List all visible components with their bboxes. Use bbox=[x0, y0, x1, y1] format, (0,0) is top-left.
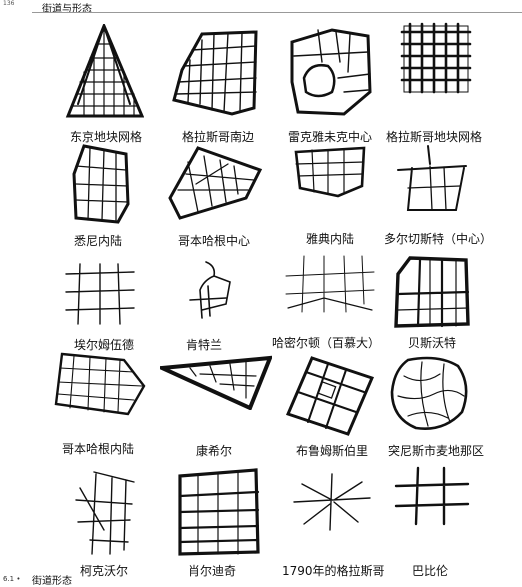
map-bayswater bbox=[390, 254, 472, 332]
map-tunis-medina bbox=[388, 356, 472, 432]
map-bloomsbury bbox=[286, 356, 374, 436]
caption-dorchester: 多尔切斯特（中心） bbox=[384, 232, 493, 246]
map-copenhagen-inner bbox=[54, 352, 146, 416]
caption-tokyo: 东京地块网格 bbox=[70, 130, 143, 144]
map-babylon bbox=[392, 466, 470, 526]
caption-hamilton: 哈密尔顿（百慕大） bbox=[272, 336, 381, 350]
caption-glasgow-south: 格拉斯哥南边 bbox=[182, 130, 255, 144]
map-copenhagen-center bbox=[168, 144, 264, 220]
map-athens bbox=[294, 146, 366, 198]
header-rule bbox=[32, 12, 522, 13]
footer-title: 街道形态 bbox=[32, 576, 72, 587]
caption-bayswater: 贝斯沃特 bbox=[408, 336, 457, 350]
map-tokyo bbox=[64, 24, 144, 120]
caption-cornhill: 康希尔 bbox=[196, 444, 233, 458]
map-glasgow-1790 bbox=[292, 472, 372, 532]
caption-shoreditch: 肖尔迪奇 bbox=[188, 564, 237, 578]
caption-kirkwall: 柯克沃尔 bbox=[80, 564, 129, 578]
map-elmwood bbox=[64, 262, 136, 326]
page-footer: 6.1 • 街道形态 bbox=[0, 570, 522, 587]
caption-glasgow-grid: 格拉斯哥地块网格 bbox=[386, 130, 483, 144]
map-shoreditch bbox=[176, 468, 260, 556]
map-hamilton bbox=[284, 254, 376, 314]
map-glasgow-south bbox=[172, 30, 258, 116]
page-header: 136 街道与形态 bbox=[0, 0, 522, 15]
map-kentlands bbox=[186, 260, 234, 324]
map-dorchester bbox=[394, 144, 470, 214]
caption-kentlands: 肯特兰 bbox=[186, 338, 223, 352]
map-sydney bbox=[72, 144, 130, 224]
caption-bloomsbury: 布鲁姆斯伯里 bbox=[296, 444, 369, 458]
caption-elmwood: 埃尔姆伍德 bbox=[74, 338, 135, 352]
caption-copenhagen-inner: 哥本哈根内陆 bbox=[62, 442, 135, 456]
map-cornhill bbox=[160, 354, 272, 410]
map-reykjavik bbox=[288, 22, 372, 118]
header-title: 街道与形态 bbox=[42, 4, 92, 15]
caption-glasgow-1790: 1790年的格拉斯哥 bbox=[282, 564, 385, 578]
caption-babylon: 巴比伦 bbox=[412, 564, 449, 578]
footer-page-number: 6.1 • bbox=[3, 575, 21, 583]
caption-athens: 雅典内陆 bbox=[306, 232, 355, 246]
map-glasgow-grid bbox=[398, 22, 472, 94]
caption-copenhagen-center: 哥本哈根中心 bbox=[178, 234, 251, 248]
header-page-number: 136 bbox=[3, 0, 15, 7]
caption-sydney: 悉尼内陆 bbox=[74, 234, 123, 248]
map-kirkwall bbox=[74, 470, 136, 556]
caption-reykjavik: 雷克雅未克中心 bbox=[288, 130, 373, 144]
caption-tunis-medina: 突尼斯市麦地那区 bbox=[388, 444, 485, 458]
